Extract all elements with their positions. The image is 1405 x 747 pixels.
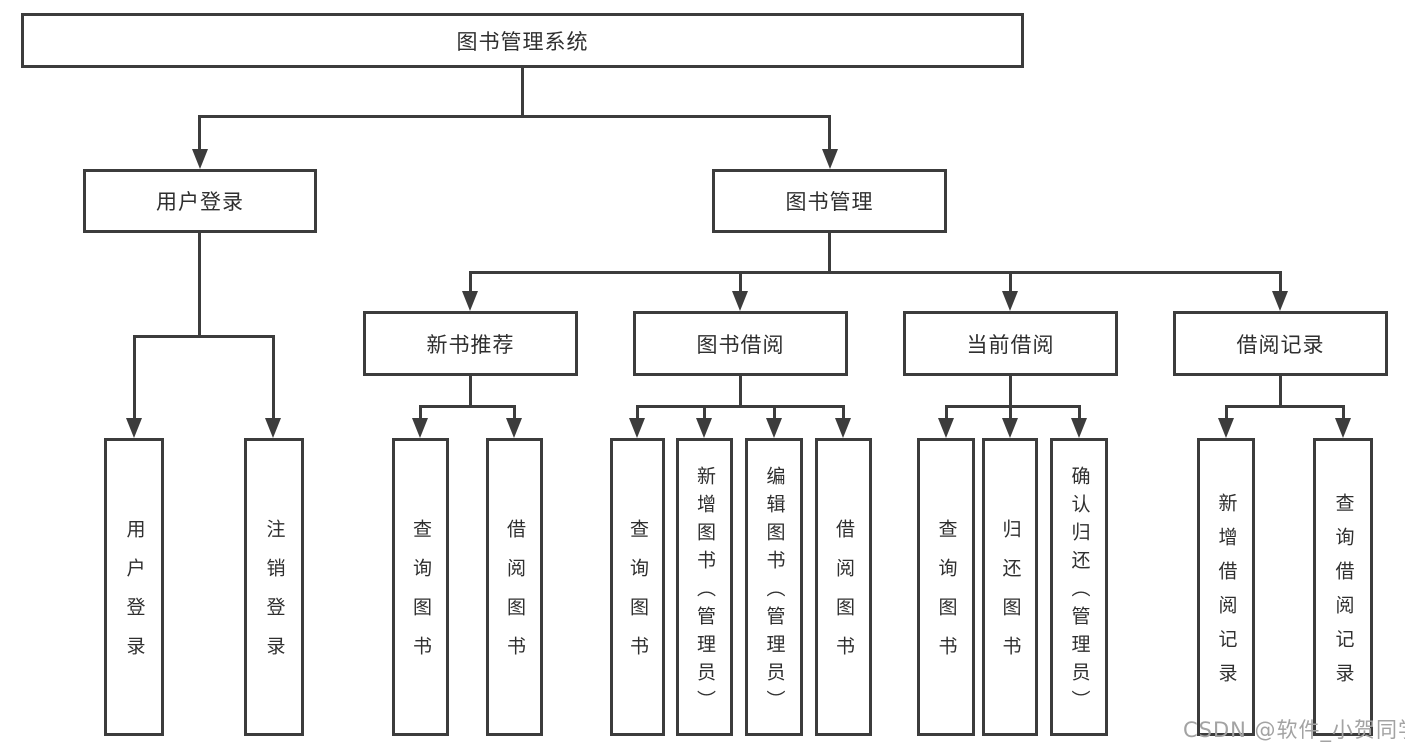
connector-line (513, 405, 516, 420)
leaf-user-login: 用户登录 (104, 438, 164, 736)
node-book-management: 图书管理 (712, 169, 947, 233)
arrowhead-icon (696, 418, 712, 438)
node-current-borrowing: 当前借阅 (903, 311, 1118, 376)
arrowhead-icon (126, 418, 142, 438)
leaf-logout: 注销登录 (244, 438, 304, 736)
connector-line (703, 405, 706, 420)
arrowhead-icon (192, 149, 208, 169)
leaf-query-books-borrow: 查询图书 (610, 438, 665, 736)
arrowhead-icon (506, 418, 522, 438)
leaf-query-borrow-record: 查询借阅记录 (1313, 438, 1373, 736)
connector-line (1225, 405, 1228, 420)
leaf-borrow-books-recommend: 借阅图书 (486, 438, 543, 736)
connector-line (1279, 376, 1282, 408)
arrowhead-icon (462, 291, 478, 311)
leaf-confirm-return-admin: 确认归还（管理员） (1050, 438, 1108, 736)
arrowhead-icon (265, 418, 281, 438)
arrowhead-icon (1002, 291, 1018, 311)
connector-line (739, 271, 742, 293)
connector-line (842, 405, 845, 420)
connector-line (945, 405, 1081, 408)
arrowhead-icon (1218, 418, 1234, 438)
arrowhead-icon (938, 418, 954, 438)
connector-line (773, 405, 776, 420)
node-root-library-management-system: 图书管理系统 (21, 13, 1024, 68)
connector-line (198, 115, 831, 118)
connector-line (945, 405, 948, 420)
connector-line (1009, 271, 1012, 293)
connector-line (1279, 271, 1282, 293)
arrowhead-icon (766, 418, 782, 438)
leaf-add-books-admin: 新增图书（管理员） (676, 438, 733, 736)
connector-line (198, 115, 201, 151)
arrowhead-icon (1272, 291, 1288, 311)
connector-line (739, 376, 742, 408)
leaf-query-books-current: 查询图书 (917, 438, 975, 736)
arrowhead-icon (1002, 418, 1018, 438)
connector-line (636, 405, 845, 408)
connector-line (1009, 405, 1012, 420)
leaf-add-borrow-record: 新增借阅记录 (1197, 438, 1255, 736)
csdn-watermark: CSDN @软件_小贺同学 (1183, 718, 1405, 742)
connector-line (828, 115, 831, 151)
node-book-borrowing: 图书借阅 (633, 311, 848, 376)
connector-line (133, 335, 275, 338)
connector-line (636, 405, 639, 420)
arrowhead-icon (412, 418, 428, 438)
connector-line (272, 335, 275, 418)
connector-line (469, 271, 1282, 274)
leaf-edit-books-admin: 编辑图书（管理员） (745, 438, 803, 736)
node-new-book-recommendation: 新书推荐 (363, 311, 578, 376)
connector-line (1078, 405, 1081, 420)
leaf-query-books-recommend: 查询图书 (392, 438, 449, 736)
connector-line (419, 405, 422, 420)
node-user-login: 用户登录 (83, 169, 317, 233)
connector-line (198, 233, 201, 338)
arrowhead-icon (1335, 418, 1351, 438)
connector-line (828, 233, 831, 274)
leaf-return-books: 归还图书 (982, 438, 1038, 736)
connector-line (521, 68, 524, 118)
arrowhead-icon (732, 291, 748, 311)
arrowhead-icon (822, 149, 838, 169)
connector-line (1225, 405, 1345, 408)
connector-line (419, 405, 516, 408)
arrowhead-icon (835, 418, 851, 438)
node-borrowing-records: 借阅记录 (1173, 311, 1388, 376)
connector-line (469, 271, 472, 293)
connector-line (1342, 405, 1345, 420)
connector-line (469, 376, 472, 408)
leaf-borrow-books: 借阅图书 (815, 438, 872, 736)
arrowhead-icon (629, 418, 645, 438)
connector-line (1009, 376, 1012, 408)
connector-line (133, 335, 136, 418)
arrowhead-icon (1071, 418, 1087, 438)
